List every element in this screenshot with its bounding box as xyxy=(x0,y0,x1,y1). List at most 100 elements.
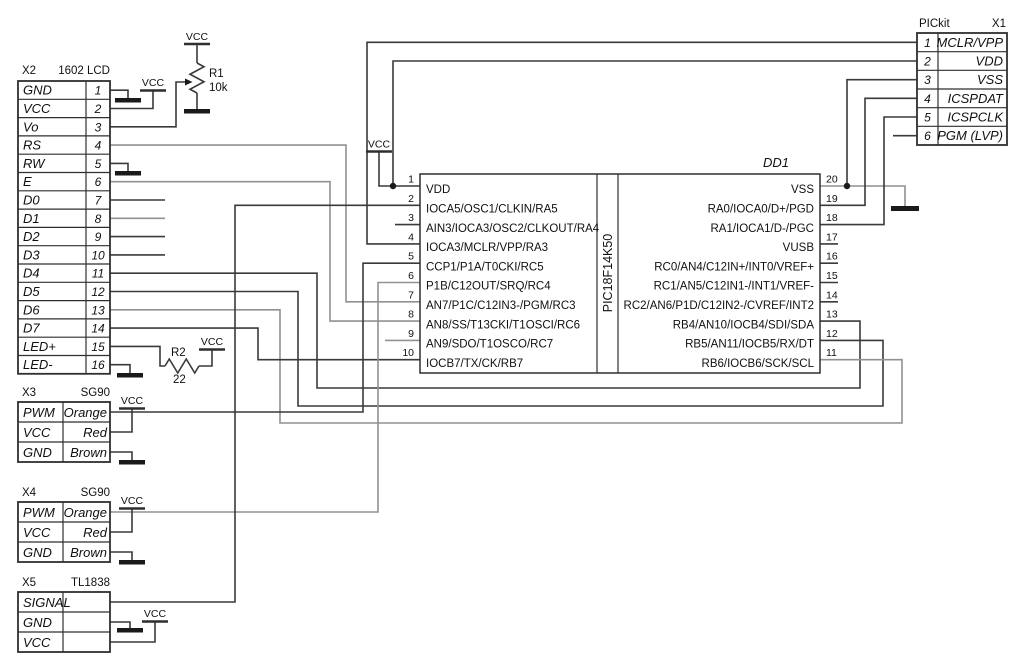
svg-text:2: 2 xyxy=(94,102,102,116)
wire-x4pwm-rc4 xyxy=(110,281,420,513)
svg-text:2: 2 xyxy=(923,55,931,69)
svg-text:RW: RW xyxy=(23,156,46,171)
x2-ref: X2 xyxy=(22,65,36,77)
svg-text:7: 7 xyxy=(408,289,414,301)
ground-icon xyxy=(117,373,143,378)
svg-text:VDD: VDD xyxy=(426,184,450,196)
dd1-right-labels: VSS RA0/IOCA0/D+/PGD RA1/IOCA1/D-/PGC VU… xyxy=(624,184,815,370)
connector-x5-ir: X5 TL1838 SIGNAL GND VCC xyxy=(17,577,111,653)
ground-icon xyxy=(184,109,210,114)
vcc-label: VCC xyxy=(144,608,167,620)
svg-text:9: 9 xyxy=(408,328,414,340)
junction-dot xyxy=(843,182,851,190)
svg-text:VCC: VCC xyxy=(23,525,51,540)
r1-value: 10k xyxy=(209,82,228,94)
svg-text:Brown: Brown xyxy=(70,545,107,560)
mcu-dd1: DD1 PIC18F14K50 VDD IOCA5/OSC1/CLKIN/RA5… xyxy=(402,155,838,374)
x5-part: TL1838 xyxy=(71,577,110,589)
svg-text:Red: Red xyxy=(83,525,108,540)
svg-text:GND: GND xyxy=(23,445,52,460)
svg-text:LED-: LED- xyxy=(23,357,53,372)
wire-e-rc6 xyxy=(110,180,420,322)
wire-d4-rb4 xyxy=(110,272,861,389)
svg-text:AN9/SDO/T1OSCO/RC7: AN9/SDO/T1OSCO/RC7 xyxy=(426,339,553,351)
svg-text:7: 7 xyxy=(95,194,103,208)
svg-text:9: 9 xyxy=(95,230,102,244)
x3-box xyxy=(17,401,111,463)
wire-lcd-vo-pot xyxy=(110,81,185,128)
svg-text:RC2/AN6/P1D/C12IN2-/CVREF/INT2: RC2/AN6/P1D/C12IN2-/CVREF/INT2 xyxy=(624,300,814,312)
ground-icon xyxy=(891,206,919,211)
svg-text:VCC: VCC xyxy=(23,101,51,116)
svg-text:2: 2 xyxy=(408,193,414,205)
ground-icon xyxy=(117,628,143,633)
svg-text:11: 11 xyxy=(92,267,104,281)
svg-text:Vo: Vo xyxy=(23,119,38,134)
x1-part: PICkit xyxy=(919,18,950,30)
svg-text:20: 20 xyxy=(826,174,838,186)
wire-icspclk xyxy=(820,116,917,226)
wire-x5vcc xyxy=(110,622,156,643)
svg-text:5: 5 xyxy=(95,157,102,171)
svg-text:3: 3 xyxy=(924,73,931,87)
svg-text:10: 10 xyxy=(402,347,414,359)
vcc-symbols: VCC VCC VCC VCC VCC VCC VCC xyxy=(119,31,392,623)
svg-text:12: 12 xyxy=(826,328,838,340)
svg-text:13: 13 xyxy=(826,309,838,321)
svg-text:MCLR/VPP: MCLR/VPP xyxy=(937,35,1004,50)
svg-text:D0: D0 xyxy=(23,193,40,208)
svg-text:6: 6 xyxy=(924,129,931,143)
svg-text:D7: D7 xyxy=(23,321,40,336)
x4-ref: X4 xyxy=(22,487,37,499)
dd1-right-numbers: 20 19 18 17 16 15 14 13 12 11 xyxy=(826,174,838,360)
wire-x5gnd xyxy=(110,621,131,628)
svg-text:D5: D5 xyxy=(23,284,40,299)
svg-text:AN8/SS/T13CKI/T1OSCI/RC6: AN8/SS/T13CKI/T1OSCI/RC6 xyxy=(426,319,580,331)
svg-text:RS: RS xyxy=(23,138,41,153)
svg-text:VSS: VSS xyxy=(977,72,1003,87)
svg-text:1: 1 xyxy=(95,84,102,98)
svg-text:1: 1 xyxy=(408,174,414,186)
svg-text:IOCA5/OSC1/CLKIN/RA5: IOCA5/OSC1/CLKIN/RA5 xyxy=(426,204,558,216)
svg-text:D1: D1 xyxy=(23,211,40,226)
svg-text:PWM: PWM xyxy=(23,405,55,420)
pot-wiper-arrow xyxy=(185,78,193,86)
svg-text:AIN3/IOCA3/OSC2/CLKOUT/RA4: AIN3/IOCA3/OSC2/CLKOUT/RA4 xyxy=(426,223,600,235)
svg-text:VCC: VCC xyxy=(23,425,51,440)
svg-text:3: 3 xyxy=(95,120,102,134)
wire-lcd-vcc xyxy=(110,91,154,110)
wire-lcd-gnd xyxy=(110,89,129,98)
dd1-left-labels: VDD IOCA5/OSC1/CLKIN/RA5 AIN3/IOCA3/OSC2… xyxy=(426,184,600,370)
wire-x5signal-ra5 xyxy=(110,204,420,603)
svg-text:VDD: VDD xyxy=(976,54,1003,69)
svg-text:RB5/AN11/IOCB5/RX/DT: RB5/AN11/IOCB5/RX/DT xyxy=(685,339,814,351)
wire-vdd xyxy=(392,60,917,186)
svg-text:Brown: Brown xyxy=(70,445,107,460)
svg-text:4: 4 xyxy=(408,231,414,243)
svg-text:PGM (LVP): PGM (LVP) xyxy=(937,128,1003,143)
wire-icspdat xyxy=(820,97,917,207)
svg-text:6: 6 xyxy=(408,270,414,282)
x4-box xyxy=(17,501,111,563)
svg-text:IOCB7/TX/CK/RB7: IOCB7/TX/CK/RB7 xyxy=(426,358,523,370)
vcc-label: VCC xyxy=(186,31,209,43)
ground-icon xyxy=(119,460,145,465)
wire-r2-vcc xyxy=(199,350,213,367)
x2-row-lines xyxy=(18,98,110,357)
x4-part: SG90 xyxy=(81,487,110,499)
svg-text:IOCA3/MCLR/VPP/RA3: IOCA3/MCLR/VPP/RA3 xyxy=(426,242,548,254)
wire-vdd-pin1 xyxy=(378,152,420,187)
svg-text:GND: GND xyxy=(23,545,52,560)
svg-text:D3: D3 xyxy=(23,247,40,262)
wire-rw-gnd xyxy=(110,162,129,171)
vcc-label: VCC xyxy=(368,139,391,151)
vcc-label: VCC xyxy=(201,336,224,348)
potentiometer-r1: R1 10k xyxy=(188,44,228,109)
svg-text:8: 8 xyxy=(95,212,102,226)
svg-text:Red: Red xyxy=(83,425,108,440)
x3-part: SG90 xyxy=(81,387,110,399)
svg-text:RA0/IOCA0/D+/PGD: RA0/IOCA0/D+/PGD xyxy=(708,204,814,216)
svg-text:CCP1/P1A/T0CKI/RC5: CCP1/P1A/T0CKI/RC5 xyxy=(426,261,544,273)
